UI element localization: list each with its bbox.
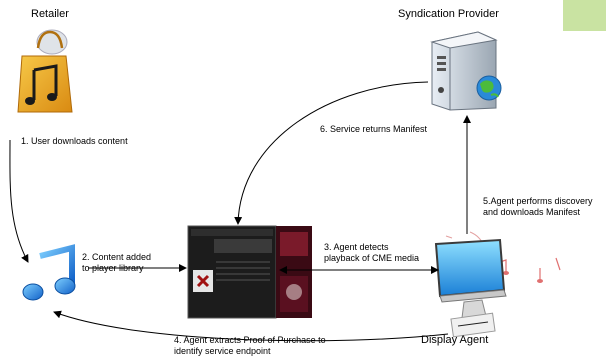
step4-label-line1: 4. Agent extracts Proof of Purchase to	[174, 335, 326, 345]
step4-label-line2: identify service endpoint	[174, 346, 271, 356]
music-note-icon	[22, 244, 76, 301]
media-player-screenshot-icon	[187, 225, 312, 319]
step3-label-line1: 3. Agent detects	[324, 242, 389, 252]
arrow-step4	[53, 310, 449, 342]
monitor-icon	[434, 231, 561, 338]
server-globe-icon	[430, 31, 502, 111]
retailer-label: Retailer	[31, 8, 69, 20]
step5-label-line1: 5.Agent performs discovery	[483, 196, 593, 206]
step1-label: 1. User downloads content	[21, 136, 128, 146]
step6-label: 6. Service returns Manifest	[320, 124, 428, 134]
step3-label-line2: playback of CME media	[324, 253, 420, 263]
step5-label-line2: and downloads Manifest	[483, 207, 581, 217]
arrow-step1	[9, 139, 29, 263]
step2-label-line2: to player library	[82, 263, 144, 273]
display-agent-label: Display Agent	[421, 334, 489, 346]
step2-label-line1: 2. Content added	[82, 252, 152, 262]
syndication-provider-label: Syndication Provider	[398, 8, 499, 20]
corner-accent	[563, 0, 606, 31]
shopping-bag-music-icon	[17, 29, 73, 113]
arrow-step6	[234, 81, 429, 225]
